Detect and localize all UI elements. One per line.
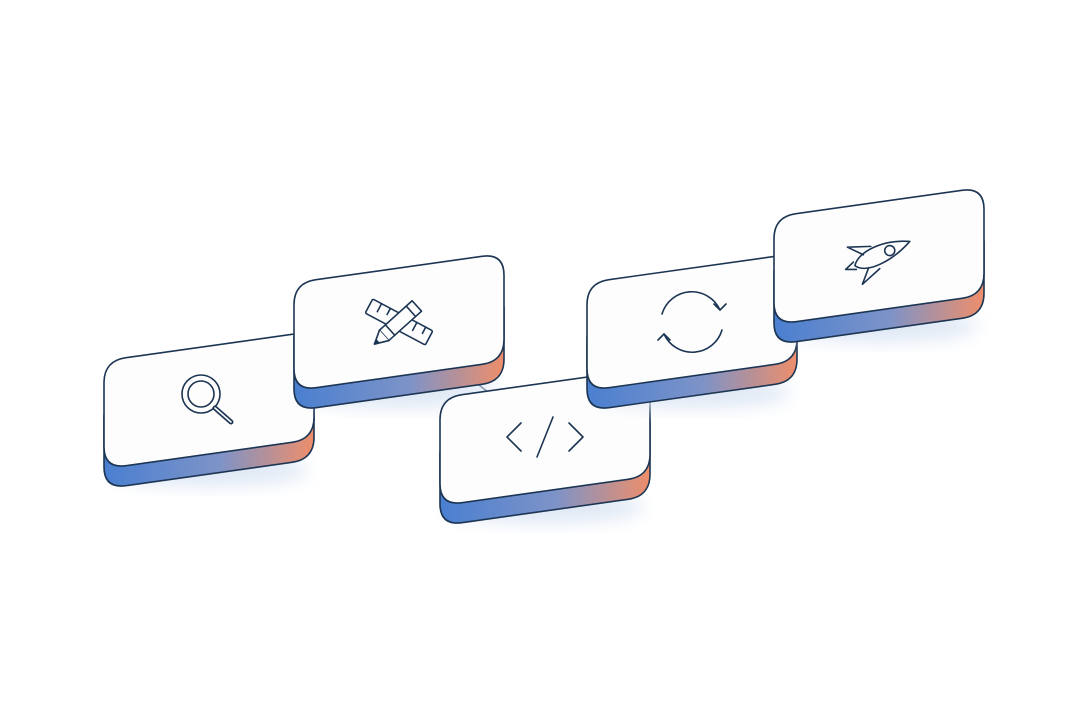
- step-tile-research: [103, 333, 315, 487]
- code-icon: [506, 416, 584, 458]
- tiles-layer: [103, 189, 985, 524]
- rocket-icon: [844, 240, 911, 286]
- search-icon: [181, 374, 234, 425]
- step-tile-iterate: [586, 255, 798, 409]
- step-tile-design: [293, 255, 505, 409]
- step-tile-launch: [773, 189, 985, 343]
- refresh-cycle-icon: [657, 290, 727, 354]
- tile-top: [773, 189, 985, 323]
- pencil-ruler-icon: [364, 298, 434, 346]
